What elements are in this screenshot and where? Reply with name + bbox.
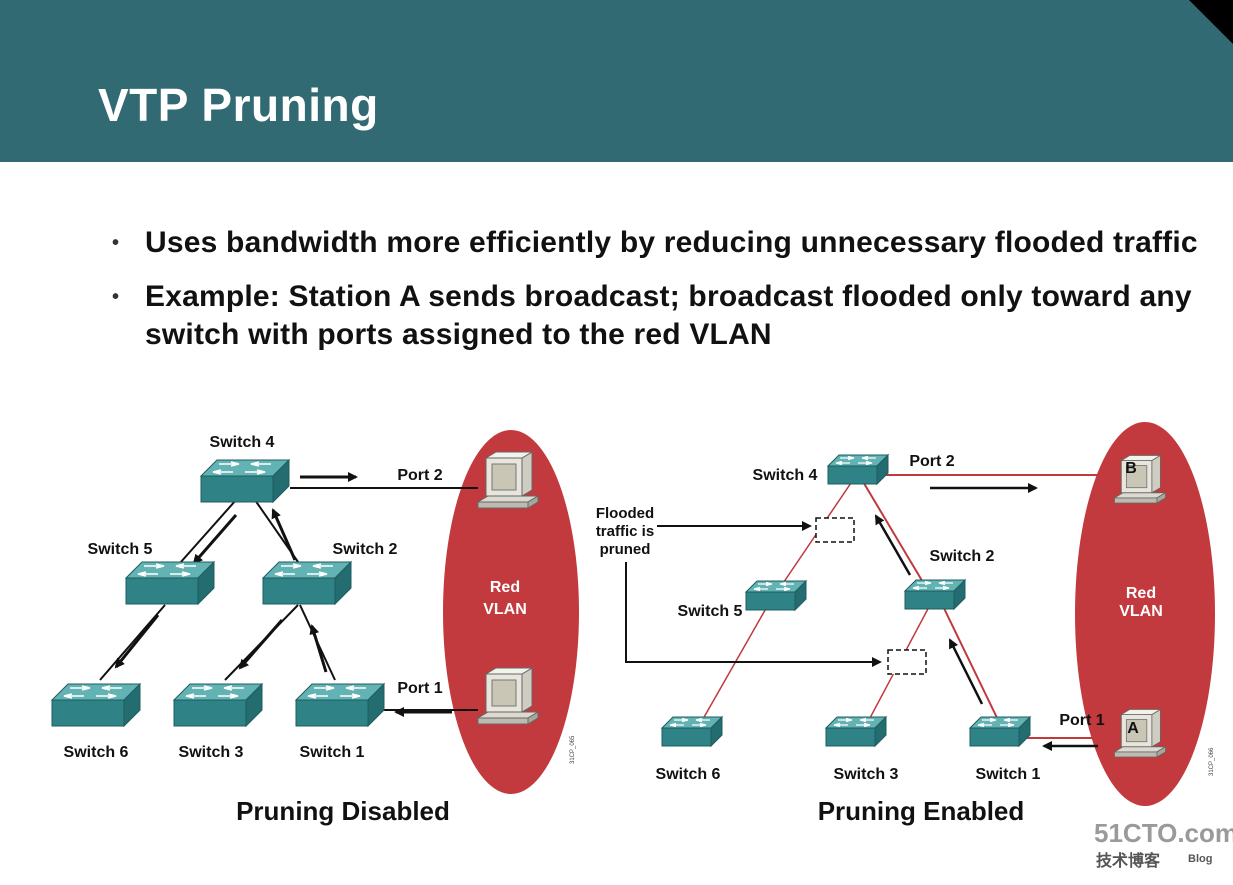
switch-label: Switch 5 bbox=[678, 603, 743, 620]
corner-mark bbox=[1189, 0, 1233, 44]
pruned-marker bbox=[815, 517, 855, 543]
switch-icon bbox=[262, 561, 352, 605]
title-bar: VTP Pruning bbox=[0, 0, 1233, 162]
diagram-caption: Pruning Disabled bbox=[236, 796, 450, 826]
bullet-dot-icon: • bbox=[112, 232, 120, 254]
switch-label: Switch 3 bbox=[179, 744, 244, 761]
watermark-sub: 技术博客 bbox=[1096, 851, 1161, 870]
computer-icon bbox=[1114, 454, 1166, 504]
note-label: Flooded bbox=[596, 505, 654, 522]
note-label: pruned bbox=[600, 541, 651, 558]
switch-label: Switch 5 bbox=[88, 541, 153, 558]
bullet-item: •Uses bandwidth more efficiently by redu… bbox=[112, 224, 1202, 262]
vlan-label: VLAN bbox=[1119, 603, 1163, 620]
switch-label: Switch 1 bbox=[300, 744, 365, 761]
switch-label: Switch 3 bbox=[834, 766, 899, 783]
switch-icon bbox=[825, 716, 887, 747]
station-label: B bbox=[1125, 460, 1137, 477]
switch-icon bbox=[904, 579, 966, 610]
slide-title: VTP Pruning bbox=[98, 79, 379, 131]
pruned-link-line bbox=[694, 604, 769, 734]
vlan-label: Red bbox=[1126, 585, 1156, 602]
switch-label: Switch 6 bbox=[656, 766, 721, 783]
switch-label: Switch 1 bbox=[976, 766, 1041, 783]
right-diagram: Red VLAN B bbox=[596, 422, 1215, 826]
figure-code: 31CP_066 bbox=[1209, 747, 1215, 776]
vlan-link-line bbox=[939, 599, 1001, 725]
left-diagram: Red VLAN Switch 4 Switch 5 Switch 2 Swit bbox=[51, 430, 579, 826]
computer-icon bbox=[477, 451, 539, 509]
port-label: Port 2 bbox=[397, 467, 442, 484]
computer-icon bbox=[1114, 708, 1166, 758]
watermark: 51CTO.com 技术博客 Blog bbox=[1094, 818, 1233, 870]
link-line bbox=[254, 499, 306, 573]
pruned-marker bbox=[887, 649, 927, 675]
traffic-arrow bbox=[271, 508, 297, 561]
traffic-arrow bbox=[309, 624, 328, 673]
link-line bbox=[171, 499, 237, 573]
switch-label: Switch 4 bbox=[210, 434, 275, 451]
traffic-arrow bbox=[948, 638, 984, 705]
pruned-link-line bbox=[772, 479, 854, 599]
port-label: Port 2 bbox=[909, 453, 954, 470]
red-vlan-zone bbox=[443, 430, 579, 794]
bullet-item: •Example: Station A sends broadcast; bro… bbox=[112, 280, 1192, 351]
vlan-label: VLAN bbox=[483, 601, 527, 618]
vlan-link-line bbox=[861, 479, 931, 595]
station-label: A bbox=[1127, 720, 1139, 737]
switch-icon bbox=[173, 683, 263, 727]
callout-arrow bbox=[625, 562, 882, 667]
switch-icon bbox=[969, 716, 1031, 747]
switch-label: Switch 2 bbox=[930, 548, 995, 565]
switch-icon bbox=[661, 716, 723, 747]
vlan-label: Red bbox=[490, 579, 520, 596]
red-vlan-zone bbox=[1075, 422, 1215, 806]
watermark-site: 51CTO.com bbox=[1094, 818, 1233, 848]
port-label: Port 1 bbox=[1059, 712, 1104, 729]
figure-code: 31CP_065 bbox=[570, 735, 576, 764]
switch-icon bbox=[295, 683, 385, 727]
switch-icon bbox=[200, 459, 290, 503]
bullet-list: •Uses bandwidth more efficiently by redu… bbox=[112, 224, 1202, 370]
traffic-arrow bbox=[874, 514, 912, 576]
diagram-caption: Pruning Enabled bbox=[818, 796, 1025, 826]
switch-icon bbox=[51, 683, 141, 727]
traffic-arrow bbox=[114, 614, 160, 669]
switch-icon bbox=[745, 580, 807, 611]
switch-icon bbox=[827, 454, 889, 485]
switch-label: Switch 6 bbox=[64, 744, 129, 761]
note-label: traffic is bbox=[596, 523, 654, 540]
computer-icon bbox=[477, 667, 539, 725]
traffic-arrow bbox=[238, 619, 284, 670]
port-label: Port 1 bbox=[397, 680, 442, 697]
bullet-dot-icon: • bbox=[112, 286, 120, 308]
switch-icon bbox=[125, 561, 215, 605]
switch-label: Switch 4 bbox=[753, 467, 818, 484]
switch-label: Switch 2 bbox=[333, 541, 398, 558]
watermark-blog: Blog bbox=[1188, 853, 1212, 865]
traffic-arrow bbox=[192, 514, 238, 565]
